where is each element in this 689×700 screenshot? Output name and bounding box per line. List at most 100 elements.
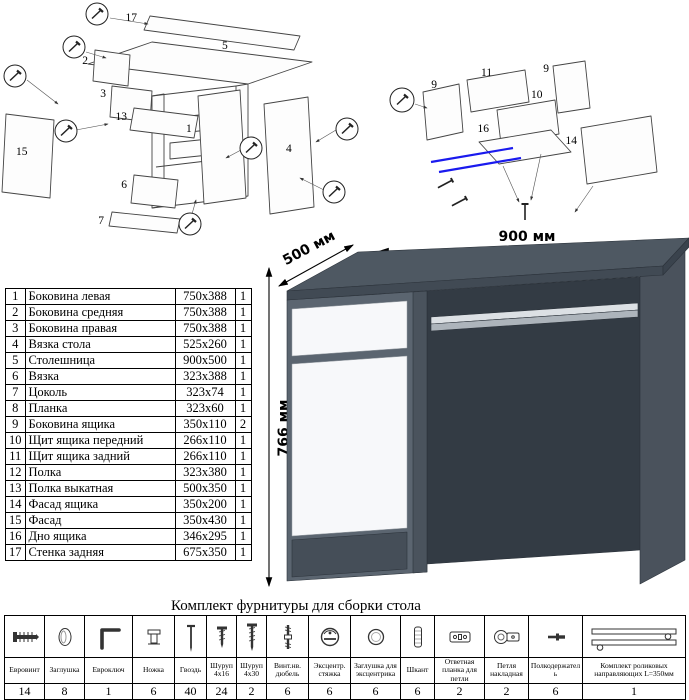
part-name-cell: Фасад ящика [24, 496, 176, 513]
part-qty-cell: 1 [234, 512, 252, 529]
hw-icon-cell [582, 615, 686, 658]
shelf-pin-icon [547, 633, 565, 640]
part-size-cell: 750x388 [174, 304, 236, 321]
part-labels-main: 17 5 2 3 13 15 6 1 7 4 [16, 12, 292, 227]
hw-qty-cell: 2 [484, 682, 529, 700]
part-num-cell: 3 [5, 320, 26, 337]
part-num-cell: 9 [5, 416, 26, 433]
hw-qty-cell: 24 [206, 682, 237, 700]
part-size-cell: 346x295 [174, 528, 236, 545]
cap-icon [58, 627, 71, 646]
part-size-cell: 323x380 [174, 464, 236, 481]
part-label: 6 [121, 179, 127, 191]
screw-4x16-icon [217, 626, 227, 648]
hw-icon-cell [400, 615, 435, 658]
part-name-cell: Стенка задняя [24, 544, 176, 561]
part-label: 9 [431, 79, 437, 91]
part-size-cell: 350x430 [174, 512, 236, 529]
hardware-callouts [3, 2, 359, 236]
exploded-panels [1, 15, 315, 234]
part-name-cell: Фасад [24, 512, 176, 529]
hw-qty-cell: 6 [132, 682, 175, 700]
hw-icon-cell [484, 615, 529, 658]
drawer-hardware-callout [389, 87, 415, 113]
drawer-leader-lines [414, 103, 594, 213]
hw-name-cell: Гвоздь [174, 657, 207, 684]
part-size-cell: 750x388 [174, 288, 236, 305]
drawer-screws [437, 177, 529, 220]
part-num-cell: 7 [5, 384, 26, 401]
hw-icon-cell [4, 615, 45, 658]
part-size-cell: 525x260 [174, 336, 236, 353]
hw-icon-cell [174, 615, 207, 658]
part-size-cell: 266x110 [174, 448, 236, 465]
part-name-cell: Вязка стола [24, 336, 176, 353]
hw-icon-cell [84, 615, 133, 658]
hw-name-cell: Заглушка [44, 657, 85, 684]
part-qty-cell: 1 [234, 320, 252, 337]
hw-name-cell: Полкодержатель [528, 657, 583, 684]
hw-name-cell: Шкант [400, 657, 435, 684]
part-qty-cell: 1 [234, 496, 252, 513]
part-name-cell: Щит ящика задний [24, 448, 176, 465]
part-qty-cell: 1 [234, 352, 252, 369]
part-size-cell: 323x388 [174, 368, 236, 385]
foot-icon [147, 629, 160, 644]
hw-qty-cell: 6 [400, 682, 435, 700]
part-size-cell: 323x60 [174, 400, 236, 417]
part-name-cell: Боковина правая [24, 320, 176, 337]
right-side-panel [639, 247, 686, 585]
screw-4x30-icon [247, 623, 257, 651]
hardware-kit-title: Комплект фурнитуры для сборки стола [171, 598, 421, 614]
hardware-name-row: Евровинт Заглушка Евроключ Ножка Гвоздь … [4, 657, 686, 684]
part-qty-cell: 1 [234, 336, 252, 353]
part-name-cell: Планка [24, 400, 176, 417]
plinth [291, 531, 408, 578]
hw-icon-cell [266, 615, 309, 658]
hw-icon-cell [528, 615, 583, 658]
part-size-cell: 266x110 [174, 432, 236, 449]
hw-name-cell: Винт.нв. дюбель [266, 657, 309, 684]
part-qty-cell: 1 [234, 464, 252, 481]
drawer-front [291, 300, 408, 357]
part-size-cell: 350x200 [174, 496, 236, 513]
part-label: 2 [82, 55, 88, 67]
part-qty-cell: 1 [234, 544, 252, 561]
wood-dowel-icon [413, 626, 422, 647]
leader-lines [26, 17, 337, 215]
part-qty-cell: 2 [234, 416, 252, 433]
part-num-cell: 15 [5, 512, 26, 529]
svg-text:900 мм: 900 мм [499, 229, 556, 245]
part-qty-cell: 1 [234, 400, 252, 417]
part-labels-drawer: 11 9 9 10 16 14 [431, 63, 577, 147]
part-size-cell: 500x350 [174, 480, 236, 497]
hw-icon-cell [44, 615, 85, 658]
part-name-cell: Боковина средняя [24, 304, 176, 321]
part-num-cell: 10 [5, 432, 26, 449]
part-label: 10 [531, 89, 543, 101]
hw-name-cell: Ножка [132, 657, 175, 684]
part-qty-cell: 1 [234, 288, 252, 305]
part-name-cell: Столешница [24, 352, 176, 369]
hw-icon-cell [236, 615, 267, 658]
exploded-view-main: 17 5 2 3 13 15 6 1 7 4 [1, 2, 359, 236]
part-size-cell: 350x110 [174, 416, 236, 433]
part-name-cell: Боковина левая [24, 288, 176, 305]
part-label: 7 [98, 215, 104, 227]
part-qty-cell: 1 [234, 480, 252, 497]
hw-name-cell: Евровинт [4, 657, 45, 684]
part-name-cell: Полка [24, 464, 176, 481]
part-num-cell: 16 [5, 528, 26, 545]
part-name-cell: Щит ящика передний [24, 432, 176, 449]
part-label: 3 [100, 88, 106, 100]
